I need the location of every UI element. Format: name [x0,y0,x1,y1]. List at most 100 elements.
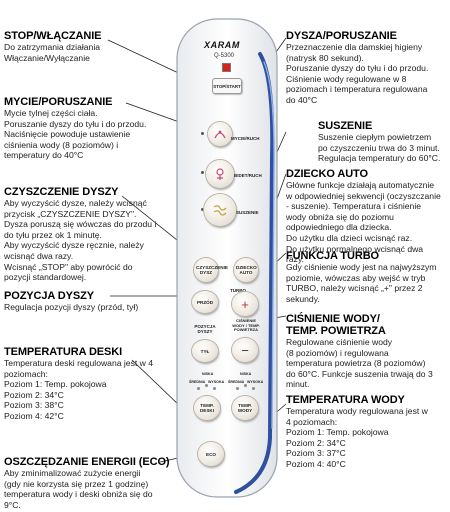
mycie-text-line: Poruszanie dyszy do tyłu i do przodu. [4,118,147,129]
dziecko-auto-label: DZIECKO AUTO [236,265,257,275]
section-temp-deski: TEMPERATURA DESKI Temperatura deski regu… [4,346,179,422]
stop-led-indicator [222,63,231,72]
temp-deski-text-line: poziomach: [4,368,48,379]
cisnienie-text-line: do 60°C. Funkcje suszenia trwają do 3 [286,368,433,379]
suszenie-button[interactable] [204,194,236,226]
remote-body [176,18,278,498]
bidet-button[interactable] [206,160,234,188]
suszenie-text-line: Regulacja temperatury do 60°C. [318,153,441,164]
section-temp-wody: TEMPERATURA WODY Temperatura wody regulo… [286,394,448,470]
temp-deski-text-line: Poziom 2: 34°C [4,389,64,400]
section-pozycja: POZYCJA DYSZY Regulacja pozycji dyszy (p… [4,290,179,313]
pozycja-text-line: Regulacja pozycji dyszy (przód, tył) [4,302,139,312]
section-mycie: MYCIE/PORUSZANIE Mycie tylnej części cia… [4,96,179,161]
cisnienie-text-line: (8 poziomów) i regulowana [286,347,389,358]
section-czyszczenie: CZYSZCZENIE DYSZY Aby wyczyścić dysze, n… [4,186,179,283]
dysza-text-line: (natrysk 80 sekund). [286,52,364,63]
stop-text-line: Do zatrzymania działania [4,42,101,52]
tyl-label: TYŁ [200,348,210,354]
czyszczenie-text-line: Aby wyczyścić dysze ręcznie, należy [4,240,144,251]
tyl-button[interactable]: TYŁ [192,340,218,362]
temp-deski-text-line: Poziom 3: 38°C [4,400,64,411]
mycie-text-line: temperatury do 40°C [4,150,84,161]
czyszczenie-text-line: Wcisnąć „STOP" aby powrócić do [4,261,133,272]
cisnienie-text-line: minut. [286,379,310,390]
temp-wody-text-line: Poziom 1: Temp. pokojowa [286,427,389,438]
mycie-text-line: ciśnienia wody (8 poziomów) i [4,139,119,150]
pozycja-title: POZYCJA DYSZY [4,290,94,302]
przod-label: PRZÓD [196,299,214,305]
temp-deski-label: TEMP. DESKI [199,403,215,413]
mycie-icon [214,130,226,139]
dziecko-auto-button[interactable]: DZIECKO AUTO [234,258,258,282]
dziecko-title: DZIECKO AUTO [286,168,368,180]
eco-text-line: 9°C. [4,499,21,510]
section-stop: STOP/WŁĄCZANIE Do zatrzymania działania … [4,30,179,63]
dysza-text-line: Ciśnienie wody regulowane w 8 [286,73,407,84]
dziecko-text-line: odpowiedniego dla dziecka. [286,222,392,233]
mycie-led [201,132,204,135]
minus-button[interactable]: − [232,338,258,362]
stop-start-button[interactable]: STOP/START [212,78,242,94]
mycie-title: MYCIE/PORUSZANIE [4,96,113,108]
czyszczenie-dysz-button[interactable]: CZYSZCZENIE DYSZ [194,258,228,282]
bidet-led [201,171,204,174]
section-suszenie: SUSZENIE Suszenie ciepłym powietrzem po … [318,120,448,164]
temp-wody-button[interactable]: TEMP. WODY [232,396,258,420]
czyszczenie-text-line: wcisnąć dwa razy. [4,250,74,261]
turbo-label: TURBO [230,288,246,293]
dysza-text-line: Przeznaczenie dla damskiej higieny [286,42,423,52]
przod-button[interactable]: PRZÓD [192,291,218,313]
mycie-button[interactable] [208,122,232,146]
stop-title: STOP/WŁĄCZANIE [4,30,102,42]
suszenie-label: SUSZENIE [236,210,259,215]
dziecko-text-line: Główne funkcje działają automatycznie [286,180,435,190]
eco-text-line: temperatura wody i deski obniża się do [4,489,153,500]
deska-level-dot [197,387,200,390]
deska-level-mid-label: ŚREDNIA [189,380,206,384]
section-dziecko: DZIECKO AUTO Główne funkcje działają aut… [286,168,448,265]
temp-deski-text-line: Temperatura deski regulowana jest w 4 [4,358,154,368]
temp-deski-title: TEMPERATURA DESKI [4,346,123,358]
stop-start-label: STOP/START [213,83,241,89]
mycie-label: MYCIE/RUCH [231,136,260,141]
woda-level-mid-label: ŚREDNIA [228,380,245,384]
suszenie-text-line: Suszenie ciepłym powietrzem [318,132,432,142]
temp-wody-text-line: Poziom 4: 40°C [286,458,346,469]
dysza-text-line: do 40°C [286,94,318,105]
plus-button[interactable]: + [232,292,258,316]
model-label: Q-5300 [214,53,235,59]
suszenie-icon [213,205,227,216]
section-eco: OSZCZĘDZANIE ENERGII (ECO) Aby zminimali… [4,456,179,510]
woda-level-dot [252,387,255,390]
temp-wody-text-line: Poziom 2: 34°C [286,437,346,448]
temp-wody-text-line: Poziom 3: 37°C [286,448,346,459]
temp-deski-text-line: Poziom 1: Temp. pokojowa [4,379,107,390]
czyszczenie-title: CZYSZCZENIE DYSZY [4,186,119,198]
dziecko-text-line: razy. [286,254,304,265]
turbo-text-line: TURBO, należy wcisnąć „+" przez 2 [286,283,423,294]
section-cisnienie: CIŚNIENIE WODY/ TEMP. POWIETRZA Regulowa… [286,313,448,390]
remote-control: XARAM Q-5300 STOP/START MYCIE/RUCH BIDET… [176,18,278,498]
eco-label: ECO [206,451,216,457]
turbo-text-line: poziomie, wówczas aby wejść w tryb [286,272,426,283]
temp-wody-title: TEMPERATURA WODY [286,394,405,406]
czyszczenie-dysz-label: CZYSZCZENIE DYSZ [196,265,228,275]
deska-level-low-label: NISKA [202,372,214,376]
suszenie-led [201,208,204,211]
section-dysza: DYSZA/PORUSZANIE Przeznaczenie dla damsk… [286,30,448,106]
woda-level-dot [236,387,239,390]
cisnienie-label: CIŚNIENIE WODY / TEMP. POWIETRZA [232,318,260,333]
czyszczenie-text-line: przycisk „CZYSZCZENIE DYSZY". [4,208,137,219]
cisnienie-title-line2: TEMP. POWIETRZA [286,325,386,337]
woda-level-high-label: WYSOKA [247,380,264,384]
eco-button[interactable]: ECO [198,442,224,466]
mycie-text-line: Naciśnięcie powoduje ustawienie [4,129,131,140]
eco-text-line: (gdy nie korzysta się przez 1 godzinę) [4,478,149,489]
temp-deski-button[interactable]: TEMP. DESKI [194,396,220,420]
section-turbo: FUNKCJA TURBO Gdy ciśnienie wody jest na… [286,250,448,304]
cisnienie-text-line: Regulowane ciśnienie wody [286,337,393,347]
temp-wody-text-line: 4 poziomach: [286,416,338,427]
dziecko-text-line: w odpowiedniej sekwencji (oczyszczanie [286,190,441,201]
dysza-text-line: Poruszanie dyszy do tyłu i do przodu. [286,63,429,74]
